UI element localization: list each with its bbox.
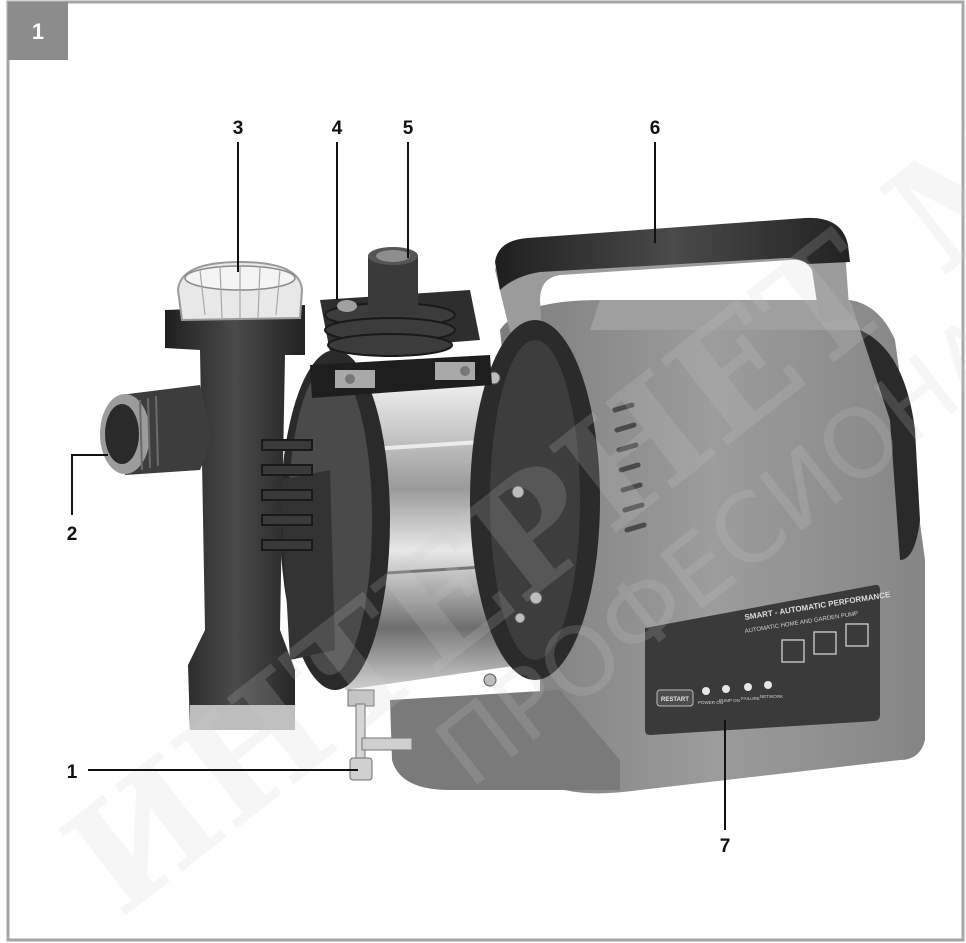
indicator-label-pump: PUMP ON xyxy=(719,698,740,703)
restart-button-label: RESTART xyxy=(661,697,689,703)
restart-button[interactable]: RESTART xyxy=(656,689,694,707)
callout-3: 3 xyxy=(233,118,244,139)
filter-cap xyxy=(176,260,304,322)
pump-base xyxy=(390,690,620,790)
figure-number-tab: 1 xyxy=(8,2,68,60)
carry-handle xyxy=(495,217,850,332)
callout-labels: 1 2 3 4 5 6 7 xyxy=(67,118,731,857)
indicator-label-network: NETWORK xyxy=(760,694,783,699)
indicator-labels: POWER ON PUMP ON FAILURE NETWORK xyxy=(698,694,783,705)
leader-2 xyxy=(71,454,108,515)
indicator-label-failure: FAILURE xyxy=(741,696,760,701)
callout-1: 1 xyxy=(67,762,78,783)
figure-frame xyxy=(6,0,965,942)
indicator-lights xyxy=(702,681,772,695)
prefilter-housing xyxy=(100,260,313,730)
inlet-port xyxy=(100,385,212,475)
drain-plug xyxy=(347,689,413,781)
leader-lines xyxy=(71,142,726,830)
motor-flange xyxy=(470,320,600,687)
cooling-vents xyxy=(612,402,647,533)
figure-number: 1 xyxy=(32,19,44,44)
panel-icon-2 xyxy=(813,631,837,655)
priming-plug xyxy=(337,300,357,312)
valve-assembly xyxy=(310,247,492,398)
callout-4: 4 xyxy=(332,118,343,139)
callout-7: 7 xyxy=(720,836,731,857)
callout-6: 6 xyxy=(650,118,661,139)
control-panel: SMART - AUTOMATIC PERFORMANCE AUTOMATIC … xyxy=(645,584,892,735)
callout-5: 5 xyxy=(403,118,414,139)
callout-2: 2 xyxy=(67,524,78,545)
indicator-label-power: POWER ON xyxy=(698,700,723,705)
panel-icon-3 xyxy=(845,623,869,647)
panel-icon-1 xyxy=(781,639,805,663)
